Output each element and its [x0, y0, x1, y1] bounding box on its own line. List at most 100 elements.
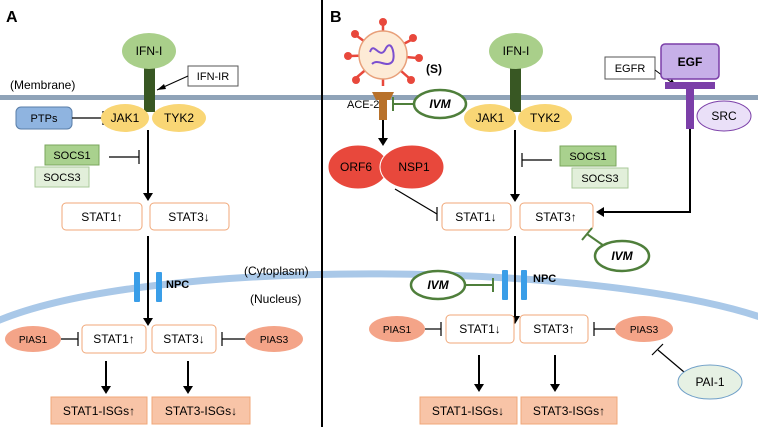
nuclear-stat3-label-b: STAT3↑	[533, 322, 575, 336]
npc-pore-right-a	[156, 272, 162, 302]
nuclear-stat3-box-b	[519, 314, 589, 344]
isg1-box-a	[50, 396, 148, 425]
ace2-label: ACE-2	[347, 99, 379, 111]
jak1-a	[101, 104, 149, 132]
egfr-to-stat3-arrowhead	[596, 207, 604, 217]
socs3-label-a: SOCS3	[43, 172, 80, 184]
pias1-label-b: PIAS1	[383, 325, 412, 336]
nuclear-stat3-box-a	[151, 324, 217, 354]
stat3-box-b	[519, 202, 594, 231]
isg1-box-b	[419, 396, 518, 425]
sars-cov-2-virion-icon	[344, 18, 423, 86]
socs1-box-b	[559, 145, 617, 167]
ivm-stat3-inhibit-bar	[581, 227, 593, 241]
socs3-box-a	[34, 166, 90, 188]
ivm-npc-label: IVM	[427, 278, 449, 292]
panel-b-label: B	[330, 9, 342, 26]
egf-label: EGF	[678, 55, 703, 69]
ifn-receptor-stem-a	[144, 60, 155, 112]
isg1-arrowhead-a	[101, 386, 111, 394]
egfr-to-stat3-arrow	[600, 129, 691, 213]
pias1-a	[5, 326, 61, 352]
ace2-to-orf6-arrowhead	[378, 138, 388, 146]
ifn-label-b: IFN-I	[503, 44, 530, 58]
nuclear-stat1-box-a	[81, 324, 147, 354]
stat1-box-a	[61, 202, 143, 231]
orf-inhibit-stat1	[394, 188, 438, 215]
panel-a-label: A	[6, 9, 18, 26]
jak1-label-a: JAK1	[111, 111, 140, 125]
stat3-label-b: STAT3↑	[535, 210, 577, 224]
ivm-stat3-label: IVM	[611, 249, 633, 263]
pias3-b	[615, 316, 673, 342]
ifn-ligand-b	[489, 33, 543, 69]
nucleus-label: (Nucleus)	[250, 292, 301, 306]
nuclear-stat1-label-b: STAT1↓	[459, 322, 501, 336]
stat3-label-a: STAT3↓	[168, 210, 210, 224]
tyk2-label-a: TYK2	[164, 111, 194, 125]
stat-to-nucleus-arrowhead-a	[143, 318, 153, 326]
src-label: SRC	[711, 109, 737, 123]
nsp1	[379, 144, 445, 190]
isg3-label-b: STAT3-ISGs↑	[533, 404, 605, 418]
pias3-label-a: PIAS3	[260, 335, 289, 346]
ifn-ligand-a	[122, 33, 176, 69]
spike-label: (S)	[426, 62, 442, 76]
egfr-label: EGFR	[615, 63, 646, 75]
pias3-label-b: PIAS3	[630, 325, 659, 336]
ifn-ir-label: IFN-IR	[197, 71, 229, 83]
isg3-label-a: STAT3-ISGs↓	[165, 404, 237, 418]
jak1-b	[464, 104, 516, 132]
egfr-stem	[686, 89, 694, 129]
orf6-label: ORF6	[340, 160, 372, 174]
jak-to-stat-arrowhead-a	[143, 193, 153, 201]
pai1-inhibit-bar	[651, 343, 664, 356]
ivm-ace2	[412, 88, 468, 120]
ifn-receptor-stem-b	[510, 60, 521, 112]
socs3-box-b	[571, 167, 629, 189]
isg1-arrowhead-b	[474, 384, 484, 392]
isg1-label-a: STAT1-ISGs↑	[63, 404, 135, 418]
pai1	[677, 364, 743, 400]
ifn-ir-pointer-head	[157, 84, 166, 90]
nuclear-stat3-label-a: STAT3↓	[163, 332, 205, 346]
socs3-label-b: SOCS3	[581, 173, 618, 185]
stat1-label-a: STAT1↑	[81, 210, 123, 224]
stat1-label-b: STAT1↓	[455, 210, 497, 224]
npc-pore-right-b	[521, 270, 527, 300]
npc-label-a: NPC	[166, 279, 189, 291]
isg3-arrowhead-b	[550, 384, 560, 392]
stat1-box-b	[441, 202, 512, 231]
egfr-bar	[665, 82, 715, 89]
tyk2-label-b: TYK2	[530, 111, 560, 125]
socs1-label-a: SOCS1	[53, 150, 90, 162]
ace2-receptor-head	[372, 92, 394, 100]
tyk2-b	[518, 104, 572, 132]
pias1-b	[369, 316, 425, 342]
src	[696, 100, 752, 132]
ivm-ace2-label: IVM	[429, 97, 451, 111]
pias1-label-a: PIAS1	[19, 335, 48, 346]
isg3-box-a	[151, 396, 251, 425]
isg3-arrowhead-a	[183, 386, 193, 394]
cytoplasm-label: (Cytoplasm)	[244, 264, 309, 278]
ivm-stat3	[593, 239, 651, 273]
ptps-label: PTPs	[31, 113, 58, 125]
pias3-a	[245, 326, 303, 352]
tyk2-a	[152, 104, 206, 132]
npc-pore-left-a	[134, 272, 140, 302]
npc-label-b: NPC	[533, 273, 556, 285]
npc-pore-left-b	[502, 270, 508, 300]
ifn-label-a: IFN-I	[136, 44, 163, 58]
ace2-receptor	[379, 92, 387, 120]
nuclear-stat1-label-a: STAT1↑	[93, 332, 135, 346]
egfr-box	[604, 56, 656, 80]
stat3-box-a	[149, 202, 230, 231]
nsp1-label: NSP1	[398, 160, 430, 174]
isg1-label-b: STAT1-ISGs↓	[432, 404, 504, 418]
socs1-label-b: SOCS1	[569, 151, 606, 163]
socs1-box-a	[44, 144, 100, 166]
nuclear-stat1-box-b	[445, 314, 515, 344]
pai1-label: PAI-1	[695, 375, 724, 389]
